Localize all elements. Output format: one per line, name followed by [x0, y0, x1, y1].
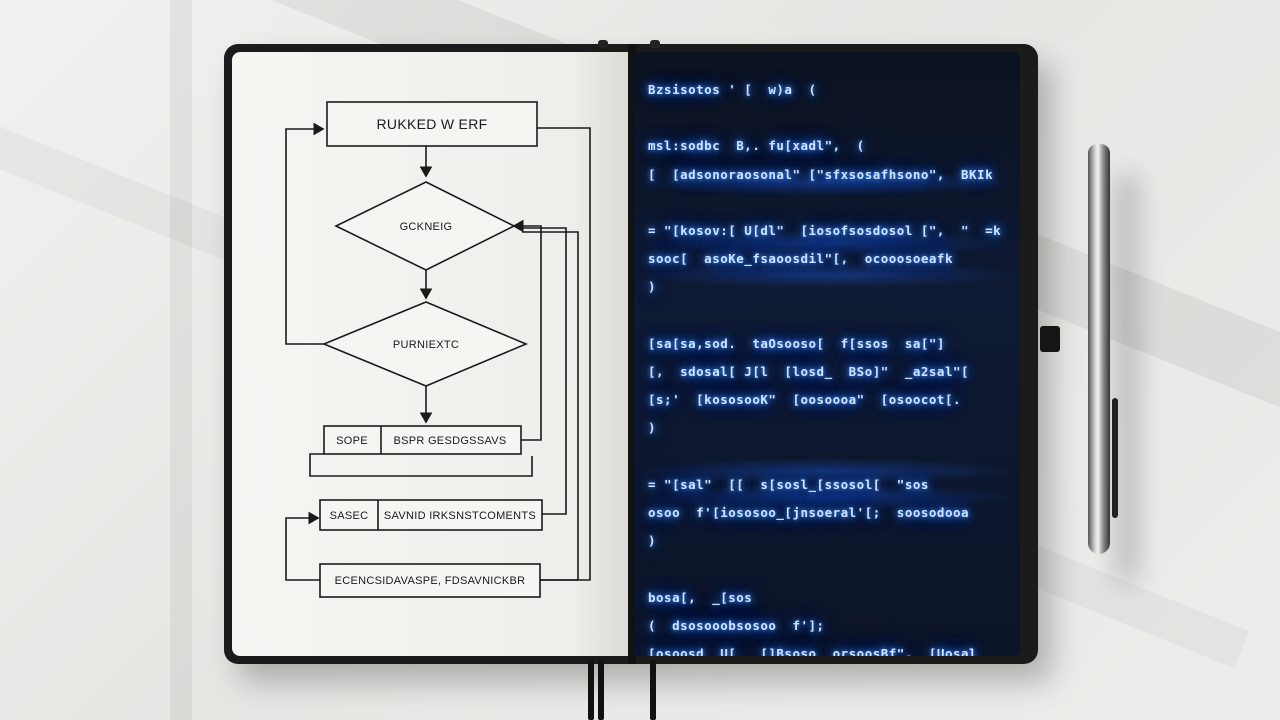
row2-left-label: SASEC [330, 510, 369, 522]
decision-2-label: PURNIEXTC [393, 339, 459, 351]
process-box-row1 [323, 425, 522, 455]
code-page: Bzsisotos ' [ w)a ( msl:sodbc B,. fu[xadl… [634, 52, 1020, 656]
flowchart-page: RUKKED W ERF GCKNEIG PURNIEXTC SOPE BSPR… [232, 52, 630, 656]
code-line: ) [648, 420, 657, 436]
code-line: ) [648, 533, 657, 549]
code-line: sooc[ asoKe_fsaoosdil"[, ocooosoeafk [648, 251, 953, 267]
bookmark-ribbon [598, 660, 604, 720]
code-line: = "[sal" [[ s[sosl_[ssosol[ "sos [648, 476, 929, 492]
process-box-title [326, 101, 538, 147]
code-line: [sa[sa,sod. taOsooso[ f[ssos sa["] [648, 335, 945, 351]
code-line: osoo f'[iososoo_[jnsoeral'[; soosodooa [648, 505, 970, 520]
code-line: [, sdosal[ J[l [losd_ BSo]" _a2sal"[ [648, 364, 970, 379]
pen-clip [1112, 398, 1118, 518]
process-box-bottom [319, 563, 541, 598]
code-line: Bzsisotos ' [ w)a ( [648, 82, 817, 97]
code-line: ) [648, 279, 657, 295]
elastic-strap [1040, 326, 1060, 352]
row2-right-label: SAVNID IRKSNSTCOMENTS [384, 510, 536, 522]
flowchart-title-label: RUKKED W ERF [377, 116, 488, 132]
row1-right-label: BSPR GESDGSSAVS [393, 435, 506, 447]
code-line: msl:sodbc B,. fu[xadl", ( [648, 138, 865, 154]
bookmark-ribbon [650, 660, 656, 720]
process-box-row2 [319, 499, 543, 531]
code-line: ( dsosooobsosoo f']; [648, 617, 825, 633]
code-line: bosa[, _[sos [648, 589, 753, 605]
window-frame-shadow [170, 0, 192, 720]
notebook-spine [628, 44, 636, 664]
code-line: = "[kosov:[ U[dl" [iosofsosdosol [", " =… [648, 223, 1002, 238]
bottom-box-label: ECENCSIDAVASPE, FDSAVNICKBR [335, 575, 526, 587]
decision-1-label: GCKNEIG [400, 221, 453, 233]
code-line: [osoosd U[_ []Bsoso orsoosBf", [Uosal [648, 646, 978, 656]
flowchart-diagram: RUKKED W ERF GCKNEIG PURNIEXTC SOPE BSPR… [285, 101, 591, 598]
notebook-clip [650, 40, 660, 48]
bookmark-ribbon [588, 660, 594, 720]
pen [1088, 144, 1110, 554]
notebook-clip [598, 40, 608, 48]
row1-left-label: SOPE [336, 435, 368, 447]
code-line: [ [adsonoraosonal" ["sfxsosafhsono", BKI… [648, 166, 994, 182]
code-line: [s;' [kososooK" [oosoooa" [osoocot[. [648, 392, 961, 408]
